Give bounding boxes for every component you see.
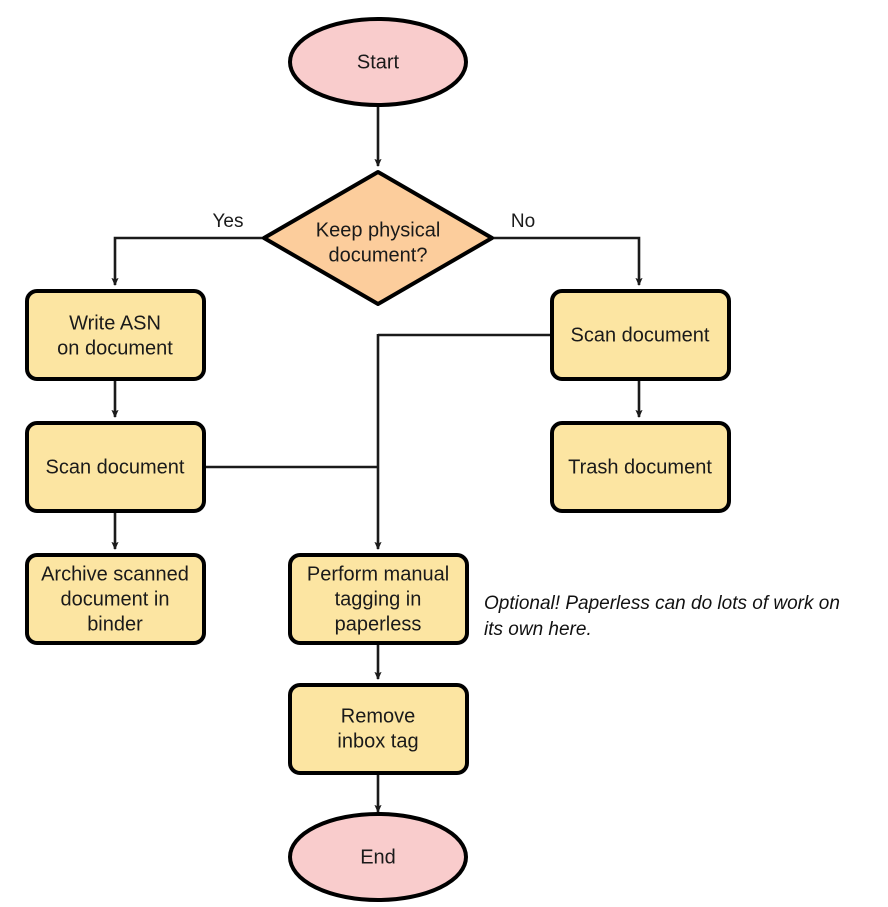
decision-label-line2: document? — [329, 244, 428, 266]
optional-note-line2: its own here. — [484, 619, 592, 640]
decision-diamond[interactable] — [262, 170, 494, 306]
archive-label-line1: Archive scanned — [41, 563, 189, 585]
node-end[interactable]: End — [288, 812, 468, 902]
remove-inbox-box[interactable] — [288, 683, 469, 775]
decision-label-line1: Keep physical — [316, 219, 441, 241]
edge-layer — [111, 106, 643, 814]
optional-note: Optional! Paperless can do lots of work … — [484, 593, 840, 640]
edge-label-layer: Yes No — [213, 211, 536, 232]
node-remove-inbox-tag[interactable]: Remove inbox tag — [288, 683, 469, 775]
node-scan-document-right[interactable]: Scan document — [550, 289, 731, 381]
node-trash-document[interactable]: Trash document — [550, 421, 731, 513]
edge-label-no: No — [511, 211, 535, 232]
tagging-label-line3: paperless — [335, 613, 422, 635]
edge-label-yes: Yes — [213, 211, 244, 232]
node-write-asn[interactable]: Write ASN on document — [25, 289, 206, 381]
write-asn-label-line2: on document — [57, 337, 173, 359]
edge-decision-yes-to-write-asn — [111, 236, 264, 287]
scan-document-left-label: Scan document — [46, 456, 185, 478]
scan-document-left-box[interactable] — [25, 421, 206, 513]
archive-box[interactable] — [25, 553, 206, 645]
node-perform-manual-tagging[interactable]: Perform manual tagging in paperless — [288, 553, 469, 645]
remove-inbox-label-line1: Remove — [341, 705, 415, 727]
tagging-label-line1: Perform manual — [307, 563, 449, 585]
archive-label-line2: document in — [61, 588, 170, 610]
write-asn-box[interactable] — [25, 289, 206, 381]
end-label: End — [360, 846, 396, 868]
node-decision-keep-physical-document[interactable]: Keep physical document? — [262, 170, 494, 306]
end-ellipse[interactable] — [288, 812, 468, 902]
scan-document-right-box[interactable] — [550, 289, 731, 381]
trash-document-box[interactable] — [550, 421, 731, 513]
node-start[interactable]: Start — [288, 17, 468, 107]
optional-note-line1: Optional! Paperless can do lots of work … — [484, 593, 840, 614]
start-ellipse[interactable] — [288, 17, 468, 107]
start-label: Start — [357, 51, 400, 73]
remove-inbox-label-line2: inbox tag — [337, 730, 418, 752]
archive-label-line3: binder — [87, 613, 143, 635]
edge-decision-no-to-scan-right — [492, 236, 643, 287]
tagging-box[interactable] — [288, 553, 469, 645]
trash-document-label: Trash document — [568, 456, 712, 478]
tagging-label-line2: tagging in — [335, 588, 422, 610]
node-archive-scanned-document[interactable]: Archive scanned document in binder — [25, 553, 206, 645]
scan-document-right-label: Scan document — [571, 324, 710, 346]
node-scan-document-left[interactable]: Scan document — [25, 421, 206, 513]
write-asn-label-line1: Write ASN — [69, 312, 161, 334]
